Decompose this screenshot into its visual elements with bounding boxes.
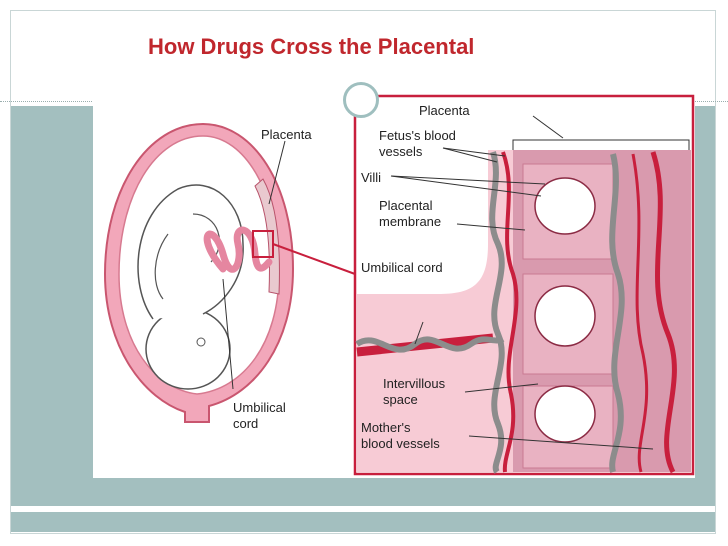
- placenta-diagram: Placenta Umbilical cord: [93, 94, 695, 478]
- label-placenta-left: Placenta: [261, 127, 312, 142]
- placenta-illustration: Placenta Umbilical cord: [93, 94, 695, 478]
- uterus-illustration: [103, 122, 356, 423]
- label-placenta-detail: Placenta: [419, 103, 470, 118]
- title-ring-ornament: [343, 82, 379, 118]
- label-mothers-vessels-line1: Mother's: [361, 420, 411, 435]
- label-fetus-vessels-line1: Fetus's blood: [379, 128, 456, 143]
- label-intervillous-line1: Intervillous: [383, 376, 446, 391]
- slide-title: How Drugs Cross the Placental: [148, 34, 475, 59]
- placenta-detail-panel: [353, 94, 695, 476]
- label-membrane-line1: Placental: [379, 198, 433, 213]
- label-umbilical-left-line1: Umbilical: [233, 400, 286, 415]
- label-membrane-line2: membrane: [379, 214, 441, 229]
- label-mothers-vessels-line2: blood vessels: [361, 436, 440, 451]
- slide-footer-band: [11, 512, 715, 532]
- label-villi: Villi: [361, 170, 381, 185]
- label-umbilical-cord-detail: Umbilical cord: [361, 260, 443, 275]
- label-intervillous-line2: space: [383, 392, 418, 407]
- label-fetus-vessels-line2: vessels: [379, 144, 423, 159]
- label-umbilical-left-line2: cord: [233, 416, 258, 431]
